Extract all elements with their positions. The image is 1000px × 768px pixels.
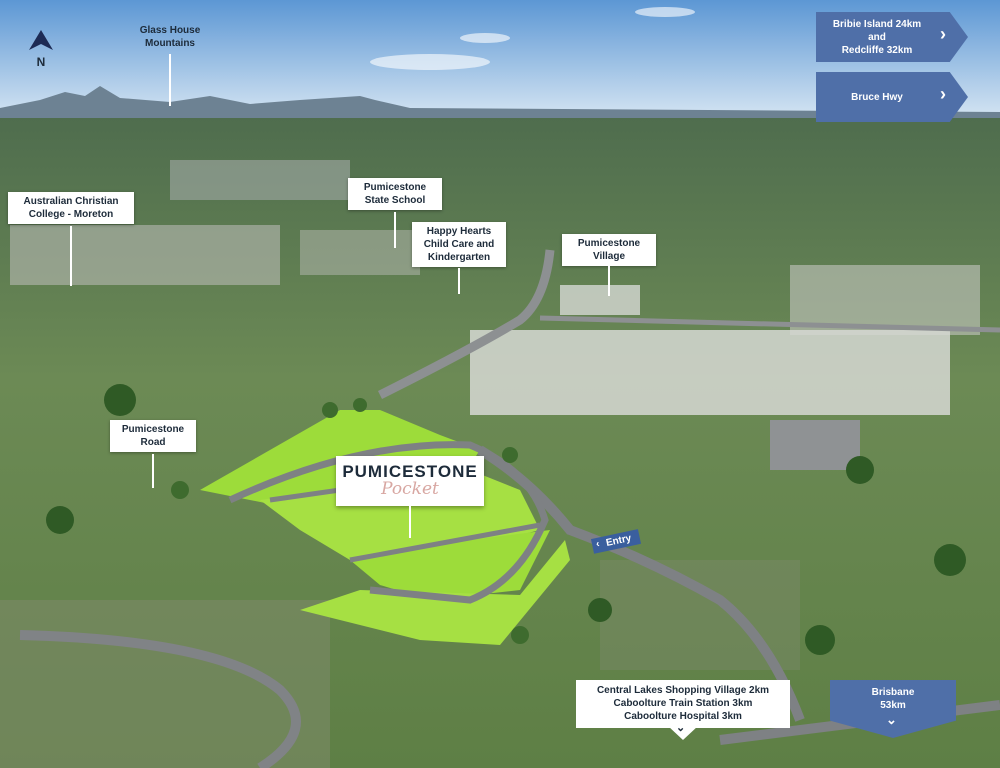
landmark-pointer [608, 266, 610, 296]
estate-pointer [409, 506, 411, 538]
landmark-line: Australian Christian [23, 196, 119, 207]
chevron-right-icon: › [940, 84, 946, 104]
north-arrow-icon: N [28, 30, 54, 69]
landmark-happy-hearts: Happy Hearts Child Care and Kindergarten [412, 222, 506, 267]
estate-title: PUMICESTONE [342, 462, 478, 481]
landmark-line: Happy Hearts [426, 226, 492, 237]
amenity-line: Caboolture Hospital 3km [624, 711, 742, 722]
mountains-label-line1: Glass House [139, 25, 201, 36]
chevron-down-icon: ⌄ [676, 722, 686, 734]
landmark-pointer [394, 212, 396, 248]
landmark-australian-christian-college: Australian Christian College - Moreton [8, 192, 134, 224]
bruce-hwy-label: Bruce Hwy [851, 91, 903, 103]
brisbane-line1: Brisbane [871, 687, 915, 698]
bribie-redcliffe-tag: Bribie Island 24km and Redcliffe 32km [816, 12, 968, 62]
entry-label: Entry [605, 532, 633, 549]
estate-subtitle: Pocket [381, 479, 439, 499]
landmark-line: Road [140, 437, 166, 448]
landmark-line: Pumicestone [577, 238, 641, 249]
chevron-down-icon: ⌄ [886, 712, 897, 727]
chevron-right-icon: › [940, 24, 946, 44]
brisbane-line2: 53km [880, 700, 906, 711]
landmark-line: State School [364, 195, 426, 206]
landmark-line: Pumicestone [121, 424, 185, 435]
landmark-pointer [70, 226, 72, 286]
landmark-pumicestone-village: Pumicestone Village [562, 234, 656, 266]
landmark-line: College - Moreton [28, 209, 114, 220]
mountains-label: Glass House Mountains [120, 24, 220, 50]
landmark-line: Village [592, 251, 626, 262]
landmark-line: Pumicestone [363, 182, 427, 193]
amenity-line: Caboolture Train Station 3km [613, 698, 753, 709]
landmark-line: Child Care and [423, 239, 495, 250]
estate-feature-label: PUMICESTONE Pocket [336, 456, 484, 506]
bribie-line3: Redcliffe 32km [841, 44, 913, 56]
chevron-left-icon: ‹ [595, 538, 601, 551]
landmark-line: Kindergarten [427, 252, 491, 263]
landmark-pumicestone-road: Pumicestone Road [110, 420, 196, 452]
bribie-line2: and [868, 31, 886, 43]
mountains-label-line2: Mountains [145, 38, 195, 49]
mountains-pointer [169, 54, 171, 106]
landmark-pointer [458, 268, 460, 294]
bruce-hwy-tag: Bruce Hwy [816, 72, 968, 122]
landmark-pointer [152, 454, 154, 488]
bribie-line1: Bribie Island 24km [832, 18, 922, 30]
compass-letter: N [36, 55, 46, 69]
amenity-line: Central Lakes Shopping Village 2km [596, 685, 770, 696]
landmark-pumicestone-state-school: Pumicestone State School [348, 178, 442, 210]
